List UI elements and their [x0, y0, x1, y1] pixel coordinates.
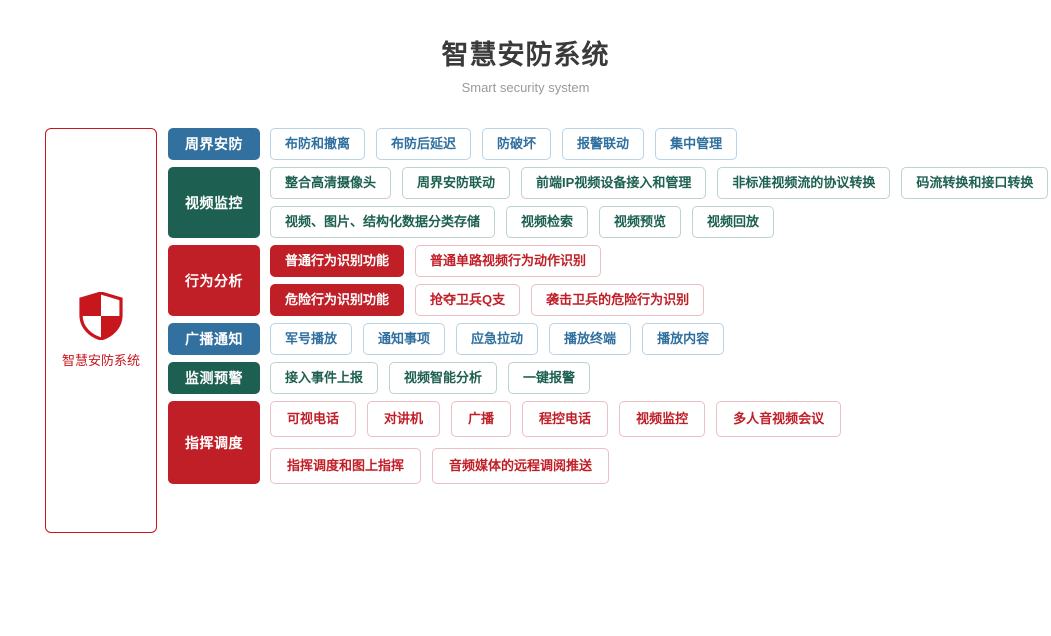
feature-item[interactable]: 整合高清摄像头: [270, 167, 392, 199]
feature-item[interactable]: 可视电话: [270, 401, 357, 437]
feature-item[interactable]: 抢夺卫兵Q支: [415, 284, 521, 316]
shield-icon: [79, 292, 123, 340]
feature-item[interactable]: 程控电话: [522, 401, 609, 437]
category-row-command: 指挥调度可视电话对讲机广播程控电话视频监控多人音视频会议指挥调度和图上指挥音频媒…: [168, 401, 1051, 484]
feature-item[interactable]: 一键报警: [508, 362, 591, 394]
feature-item[interactable]: 广播: [451, 401, 512, 437]
item-line: 整合高清摄像头周界安防联动前端IP视频设备接入和管理非标准视频流的协议转换码流转…: [270, 167, 1051, 199]
feature-item[interactable]: 通知事项: [363, 323, 446, 355]
row-items: 普通行为识别功能普通单路视频行为动作识别危险行为识别功能抢夺卫兵Q支袭击卫兵的危…: [270, 245, 1051, 316]
category-row-perimeter: 周界安防布防和撤离布防后延迟防破坏报警联动集中管理: [168, 128, 1051, 160]
category-chip-perimeter[interactable]: 周界安防: [168, 128, 260, 160]
item-line: 军号播放通知事项应急拉动播放终端播放内容: [270, 323, 1051, 355]
feature-item[interactable]: 多人音视频会议: [716, 401, 842, 437]
category-chip-broadcast[interactable]: 广播通知: [168, 323, 260, 355]
feature-item[interactable]: 播放内容: [642, 323, 725, 355]
category-row-broadcast: 广播通知军号播放通知事项应急拉动播放终端播放内容: [168, 323, 1051, 355]
feature-item[interactable]: 军号播放: [270, 323, 353, 355]
feature-item[interactable]: 前端IP视频设备接入和管理: [521, 167, 707, 199]
feature-item[interactable]: 对讲机: [367, 401, 441, 437]
category-rows: 周界安防布防和撤离布防后延迟防破坏报警联动集中管理视频监控整合高清摄像头周界安防…: [168, 128, 1051, 484]
item-line: 布防和撤离布防后延迟防破坏报警联动集中管理: [270, 128, 1051, 160]
feature-item[interactable]: 报警联动: [562, 128, 645, 160]
feature-item[interactable]: 视频监控: [619, 401, 706, 437]
feature-item[interactable]: 接入事件上报: [270, 362, 379, 394]
category-chip-behavior[interactable]: 行为分析: [168, 245, 260, 316]
feature-item[interactable]: 视频预览: [599, 206, 682, 238]
feature-item[interactable]: 周界安防联动: [402, 167, 511, 199]
feature-item[interactable]: 视频、图片、结构化数据分类存储: [270, 206, 496, 238]
feature-item[interactable]: 非标准视频流的协议转换: [717, 167, 891, 199]
item-line: 指挥调度和图上指挥音频媒体的远程调阅推送: [270, 448, 1051, 484]
feature-item[interactable]: 指挥调度和图上指挥: [270, 448, 422, 484]
feature-item[interactable]: 集中管理: [655, 128, 738, 160]
category-row-alert: 监测预警接入事件上报视频智能分析一键报警: [168, 362, 1051, 394]
system-board: 智慧安防系统 周界安防布防和撤离布防后延迟防破坏报警联动集中管理视频监控整合高清…: [0, 128, 1051, 533]
row-items: 布防和撤离布防后延迟防破坏报警联动集中管理: [270, 128, 1051, 160]
system-panel-label: 智慧安防系统: [61, 353, 140, 368]
category-row-video: 视频监控整合高清摄像头周界安防联动前端IP视频设备接入和管理非标准视频流的协议转…: [168, 167, 1051, 238]
item-line: 视频、图片、结构化数据分类存储视频检索视频预览视频回放: [270, 206, 1051, 238]
feature-item[interactable]: 视频智能分析: [389, 362, 498, 394]
feature-item[interactable]: 布防后延迟: [376, 128, 472, 160]
feature-item[interactable]: 危险行为识别功能: [270, 284, 405, 316]
feature-item[interactable]: 播放终端: [549, 323, 632, 355]
row-items: 接入事件上报视频智能分析一键报警: [270, 362, 1051, 394]
category-chip-command[interactable]: 指挥调度: [168, 401, 260, 484]
feature-item[interactable]: 防破坏: [482, 128, 552, 160]
category-chip-alert[interactable]: 监测预警: [168, 362, 260, 394]
row-items: 军号播放通知事项应急拉动播放终端播放内容: [270, 323, 1051, 355]
page-header: 智慧安防系统 Smart security system: [0, 0, 1051, 96]
page-subtitle: Smart security system: [461, 80, 590, 95]
feature-item[interactable]: 袭击卫兵的危险行为识别: [531, 284, 705, 316]
category-chip-video[interactable]: 视频监控: [168, 167, 260, 238]
feature-item[interactable]: 普通单路视频行为动作识别: [415, 245, 602, 277]
system-overview-panel[interactable]: 智慧安防系统: [45, 128, 157, 533]
item-line: 普通行为识别功能普通单路视频行为动作识别: [270, 245, 1051, 277]
item-line: 危险行为识别功能抢夺卫兵Q支袭击卫兵的危险行为识别: [270, 284, 1051, 316]
feature-item[interactable]: 普通行为识别功能: [270, 245, 405, 277]
page-title: 智慧安防系统: [441, 40, 610, 70]
feature-item[interactable]: 布防和撤离: [270, 128, 366, 160]
feature-item[interactable]: 码流转换和接口转换: [901, 167, 1049, 199]
item-line: 可视电话对讲机广播程控电话视频监控多人音视频会议: [270, 401, 1051, 437]
row-items: 整合高清摄像头周界安防联动前端IP视频设备接入和管理非标准视频流的协议转换码流转…: [270, 167, 1051, 238]
category-row-behavior: 行为分析普通行为识别功能普通单路视频行为动作识别危险行为识别功能抢夺卫兵Q支袭击…: [168, 245, 1051, 316]
item-line: 接入事件上报视频智能分析一键报警: [270, 362, 1051, 394]
feature-item[interactable]: 视频回放: [692, 206, 775, 238]
feature-item[interactable]: 应急拉动: [456, 323, 539, 355]
row-items: 可视电话对讲机广播程控电话视频监控多人音视频会议指挥调度和图上指挥音频媒体的远程…: [270, 401, 1051, 484]
feature-item[interactable]: 视频检索: [506, 206, 589, 238]
feature-item[interactable]: 音频媒体的远程调阅推送: [432, 448, 610, 484]
